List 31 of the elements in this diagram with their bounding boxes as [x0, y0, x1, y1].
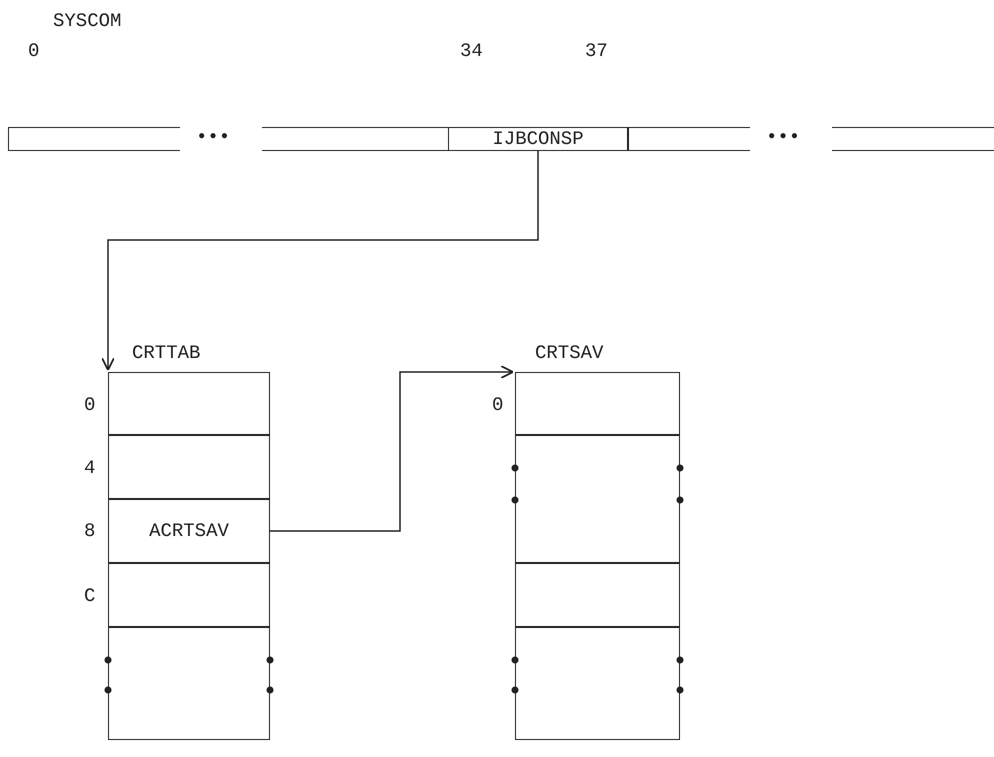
- table-row: [515, 563, 680, 627]
- field-name: IJBCONSP: [492, 128, 584, 150]
- field-cell: [448, 127, 628, 151]
- table-row: [108, 372, 270, 435]
- table-row: [515, 627, 680, 740]
- offset-label: 4: [84, 457, 96, 479]
- ellipsis: •••: [196, 126, 230, 148]
- arrow: [101, 151, 539, 371]
- offset-label: 34: [460, 40, 483, 62]
- offset-label: C: [84, 585, 96, 607]
- field-name: ACRTSAV: [149, 520, 229, 542]
- table-row: [628, 127, 750, 151]
- arrow: [270, 365, 514, 532]
- table-row: [108, 627, 270, 740]
- structure-name: CRTSAV: [535, 342, 604, 364]
- table-row: [108, 563, 270, 627]
- structure-name: CRTTAB: [132, 342, 200, 364]
- ellipsis: •••: [766, 126, 800, 148]
- offset-label: 0: [28, 40, 40, 62]
- table-row: [8, 127, 180, 151]
- table-row: [262, 127, 448, 151]
- table-row: [515, 372, 680, 435]
- field-cell: [108, 499, 270, 563]
- offset-label: 0: [492, 394, 504, 416]
- table-row: [832, 127, 994, 151]
- table-row: [515, 435, 680, 563]
- offset-label: 0: [84, 394, 96, 416]
- structure-name: SYSCOM: [53, 10, 122, 32]
- offset-label: 8: [84, 520, 96, 542]
- offset-label: 37: [585, 40, 608, 62]
- table-row: [108, 435, 270, 499]
